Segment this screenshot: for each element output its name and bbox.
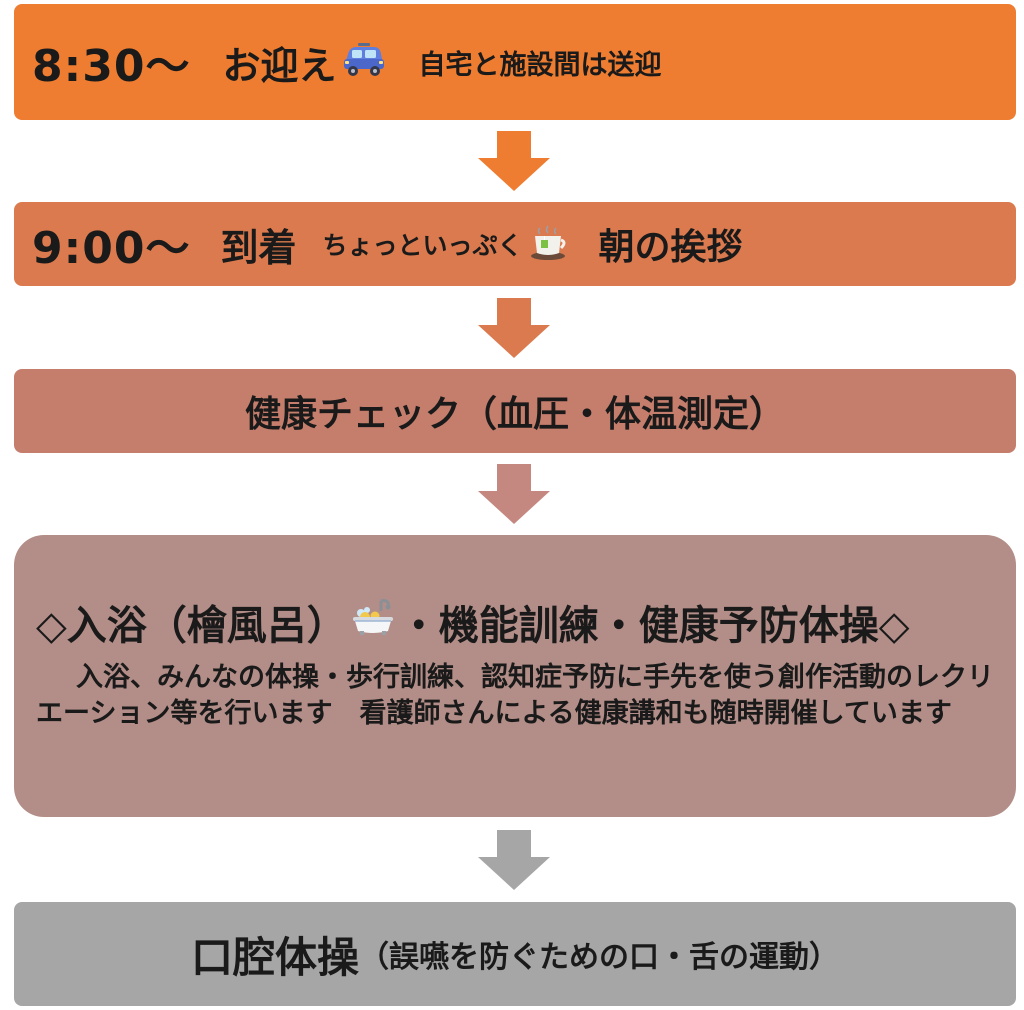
step-pickup: 8:30〜 お迎え 自宅と施設間は送迎 xyxy=(14,4,1016,120)
step-arrival-time: 9:00〜 xyxy=(32,223,191,274)
step-health-check-label: 健康チェック（血圧・体温測定） xyxy=(244,394,785,435)
step-bath-heading-part2: ・機能訓練・健康予防体操◇ xyxy=(398,603,910,649)
step-health-check: 健康チェック（血圧・体温測定） xyxy=(14,369,1016,453)
car-icon xyxy=(342,42,386,82)
step-arrival-label: 到着 xyxy=(220,225,297,270)
step-arrival-content: 9:00〜 到着 ちょっといっぷく 朝の挨拶 xyxy=(32,202,743,286)
step-oral-exercise: 口腔体操 （誤嚥を防ぐための口・舌の運動） xyxy=(14,902,1016,1006)
step-arrival-note: ちょっといっぷく xyxy=(322,231,523,260)
step-bath-heading: ◇入浴（檜風呂） ・機能訓練・健康予防体操◇ xyxy=(36,587,910,657)
down-arrow-icon xyxy=(478,298,550,358)
step-oral-exercise-label: 口腔体操 xyxy=(190,932,359,982)
step-pickup-label: お迎え xyxy=(222,43,337,88)
down-arrow-icon xyxy=(478,131,550,191)
step-arrival-greeting: 朝の挨拶 xyxy=(598,227,743,268)
bathtub-icon xyxy=(351,597,395,647)
step-pickup-content: 8:30〜 お迎え 自宅と施設間は送迎 xyxy=(32,4,661,120)
step-bath-heading-part1: ◇入浴（檜風呂） xyxy=(36,603,347,649)
step-arrival: 9:00〜 到着 ちょっといっぷく 朝の挨拶 xyxy=(14,202,1016,286)
step-bath-and-training: ◇入浴（檜風呂） ・機能訓練・健康予防体操◇ xyxy=(14,535,1016,817)
down-arrow-icon xyxy=(478,464,550,524)
tea-cup-icon xyxy=(528,222,568,266)
step-pickup-note: 自宅と施設間は送迎 xyxy=(418,49,662,81)
step-bath-description: 入浴、みんなの体操・歩行訓練、認知症予防に手先を使う創作活動のレクリエーション等… xyxy=(36,662,994,729)
down-arrow-icon xyxy=(478,830,550,890)
step-oral-exercise-note: （誤嚥を防ぐための口・舌の運動） xyxy=(359,940,839,975)
step-pickup-time: 8:30〜 xyxy=(32,41,191,92)
